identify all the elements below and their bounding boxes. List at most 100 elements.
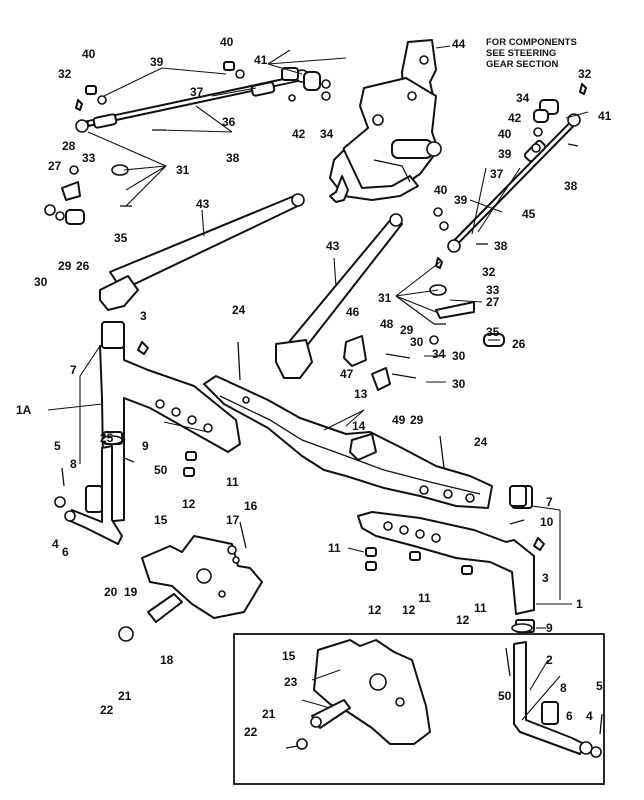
right-axle-extension	[357, 485, 535, 615]
label-9-left: 9	[142, 439, 149, 453]
label-40-left: 40	[82, 47, 96, 61]
label-29-lower: 29	[410, 413, 424, 427]
label-37-right: 37	[490, 167, 504, 181]
label-40-mid: 40	[434, 183, 448, 197]
label-31-left: 31	[176, 163, 190, 177]
label-5-right: 5	[596, 679, 603, 693]
label-40-right: 40	[498, 127, 512, 141]
label-34-right: 34	[516, 91, 530, 105]
label-30-left: 30	[34, 275, 48, 289]
radius-rods	[99, 193, 403, 379]
label-34-mid: 34	[432, 347, 446, 361]
label-24-left: 24	[232, 303, 246, 317]
label-27-right: 27	[486, 295, 500, 309]
label-37-left: 37	[190, 85, 204, 99]
label-20: 20	[104, 585, 118, 599]
label-21-inset: 21	[262, 707, 276, 721]
label-14: 14	[352, 419, 366, 433]
label-38-right-top: 38	[564, 179, 578, 193]
left-tie-rod-assembly	[75, 67, 321, 133]
detail-inset	[233, 633, 605, 785]
label-7-left: 7	[70, 363, 77, 377]
label-32-left: 32	[58, 67, 72, 81]
axle-center-beam	[203, 375, 493, 509]
label-41-right: 41	[598, 109, 612, 123]
label-40-top: 40	[220, 35, 234, 49]
label-2: 2	[546, 653, 553, 667]
label-32-right: 32	[578, 67, 592, 81]
label-48: 48	[380, 317, 394, 331]
label-8-left: 8	[70, 457, 77, 471]
label-5-left: 5	[54, 439, 61, 453]
label-36: 36	[222, 115, 236, 129]
label-1: 1	[576, 597, 583, 611]
label-16: 16	[244, 499, 258, 513]
label-22-inset: 22	[244, 725, 258, 739]
label-42-top: 42	[292, 127, 306, 141]
label-45: 45	[522, 207, 536, 221]
label-38-left: 38	[226, 151, 240, 165]
label-8-right: 8	[560, 681, 567, 695]
label-4-left: 4	[52, 537, 59, 551]
steering-gear-housing	[329, 39, 442, 203]
note-line-2: SEE STEERING	[486, 48, 556, 59]
note-line-1: FOR COMPONENTS	[486, 37, 577, 48]
label-50-right: 50	[498, 689, 512, 703]
label-33-right: 33	[486, 283, 500, 297]
label-34-top: 34	[320, 127, 334, 141]
label-9-right: 9	[546, 621, 553, 635]
label-13: 13	[354, 387, 368, 401]
label-26-right: 26	[512, 337, 526, 351]
label-3-left: 3	[140, 309, 147, 323]
label-11-left: 11	[226, 475, 239, 489]
label-29-upper: 29	[400, 323, 414, 337]
right-spindle	[513, 619, 602, 758]
label-35-right: 35	[486, 325, 500, 339]
label-18: 18	[160, 653, 174, 667]
steering-gear-note: FOR COMPONENTS SEE STEERING GEAR SECTION	[486, 37, 577, 70]
label-47: 47	[340, 367, 354, 381]
label-21-left: 21	[118, 689, 132, 703]
label-11-mid: 11	[328, 541, 341, 555]
label-15: 15	[154, 513, 168, 527]
label-28: 28	[62, 139, 76, 153]
note-line-3: GEAR SECTION	[486, 59, 558, 70]
label-7-right: 7	[546, 495, 553, 509]
label-24-right: 24	[474, 435, 488, 449]
label-30-upper: 30	[452, 349, 466, 363]
label-15-inset: 15	[282, 649, 296, 663]
label-41-top: 41	[254, 53, 268, 67]
label-27-left: 27	[48, 159, 62, 173]
label-30-lower: 30	[452, 377, 466, 391]
label-22-left: 22	[100, 703, 114, 717]
steering-arm-bracket	[141, 535, 263, 619]
label-50-left: 50	[154, 463, 168, 477]
label-12-center: 12	[402, 603, 416, 617]
label-12-right: 12	[456, 613, 470, 627]
label-39-right: 39	[498, 147, 512, 161]
left-axle-extension	[99, 321, 241, 523]
label-3-right: 3	[542, 571, 549, 585]
label-35-left: 35	[114, 231, 128, 245]
label-29-left: 29	[58, 259, 72, 273]
right-tie-rod-assembly	[447, 99, 581, 253]
label-32-mid: 32	[482, 265, 496, 279]
label-19: 19	[124, 585, 138, 599]
label-42-right: 42	[508, 111, 522, 125]
callout-lines	[47, 45, 589, 721]
label-12-left: 12	[182, 497, 196, 511]
label-26-left: 26	[76, 259, 90, 273]
label-39-left: 39	[150, 55, 164, 69]
label-6-right: 6	[566, 709, 573, 723]
label-38-right-mid: 38	[494, 239, 508, 253]
label-39-mid: 39	[454, 193, 468, 207]
label-44: 44	[452, 37, 466, 51]
label-1a: 1A	[16, 403, 32, 417]
label-17: 17	[226, 513, 240, 527]
label-11-center: 11	[418, 591, 431, 605]
label-43-left: 43	[196, 197, 210, 211]
label-11-right: 11	[474, 601, 487, 615]
label-46: 46	[346, 305, 360, 319]
label-10: 10	[540, 515, 554, 529]
